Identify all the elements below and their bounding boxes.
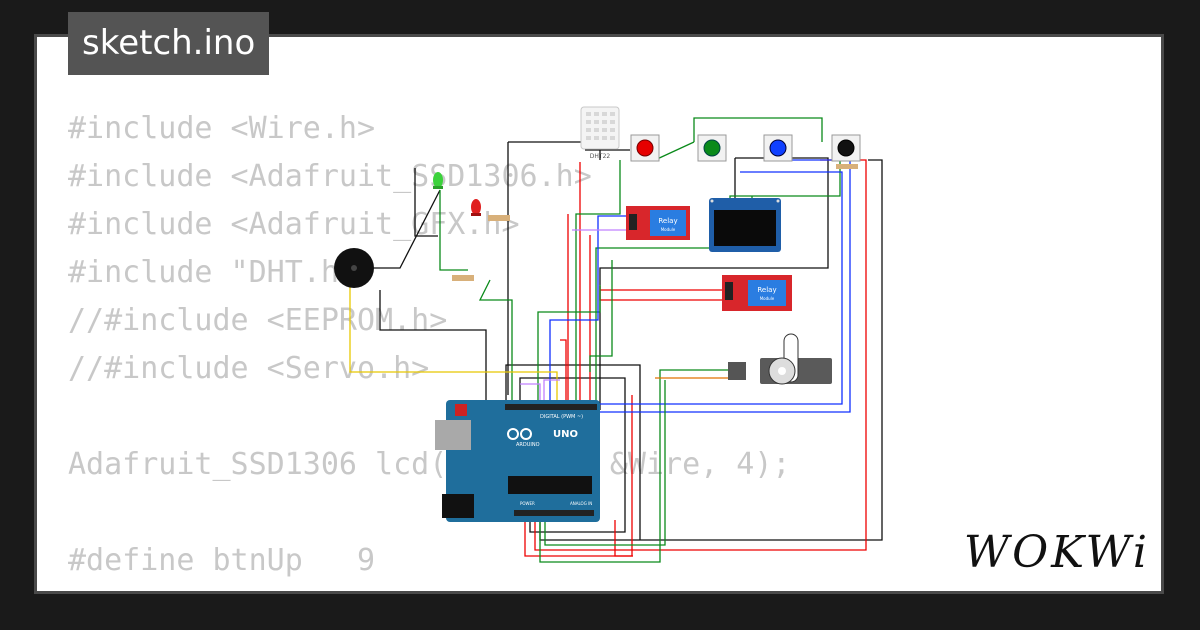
arduino-uno[interactable]: DIGITAL (PWM ~) POWER ANALOG IN UNO ARDU… (435, 400, 600, 522)
digital-header (505, 404, 597, 410)
code-line: #define btnUp 9 (68, 543, 376, 578)
usb-port (435, 420, 471, 450)
dht22-label: DHT22 (590, 153, 611, 160)
code-background: #include <Wire.h> #include <Adafruit_SSD1… (68, 105, 790, 591)
relay-2-sub: Module (760, 296, 775, 301)
wires (349, 117, 883, 563)
arduino-label: ARDUINO (516, 442, 540, 448)
code-line: //#include <EEPROM.h> (68, 303, 448, 338)
relay-1-sub: Module (661, 227, 676, 232)
resistor (836, 164, 858, 169)
relay-2-label: Relay (757, 286, 776, 294)
uno-label: UNO (553, 429, 578, 440)
led-green[interactable] (433, 172, 443, 189)
code-line: #include "DHT.h" (68, 255, 357, 290)
code-line: #include <Wire.h> (68, 111, 376, 146)
button-blue[interactable] (763, 134, 793, 162)
power-jack (442, 494, 474, 518)
digital-label: DIGITAL (PWM ~) (540, 414, 583, 420)
power-label: POWER (520, 501, 535, 506)
wokwi-logo: WOKWi (963, 527, 1150, 578)
relay-module-2[interactable]: Relay Module (722, 275, 792, 311)
button-green[interactable] (697, 134, 727, 162)
oled-display[interactable] (709, 198, 781, 252)
arduino-infinity-icon (507, 428, 532, 440)
resistor (452, 275, 474, 281)
buzzer[interactable] (334, 248, 374, 288)
servo-motor[interactable] (728, 333, 832, 385)
reset-button[interactable] (455, 404, 467, 416)
code-line: //#include <Servo.h> (68, 351, 430, 386)
atmega-chip (508, 476, 592, 494)
button-black[interactable] (831, 134, 861, 162)
file-tab[interactable]: sketch.ino (68, 12, 270, 75)
relay-1-label: Relay (658, 217, 677, 225)
relay-module-1[interactable]: Relay Module (626, 206, 690, 240)
dht22-sensor[interactable]: DHT22 (580, 106, 620, 160)
code-line: #include <Adafruit_GFX.h> (68, 207, 520, 242)
analog-header (514, 510, 594, 516)
button-red[interactable] (630, 134, 660, 162)
led-red[interactable] (471, 199, 481, 216)
resistor (488, 215, 510, 221)
analog-label: ANALOG IN (570, 501, 592, 506)
code-line: #include <Adafruit_SSD1306.h> (68, 159, 592, 194)
